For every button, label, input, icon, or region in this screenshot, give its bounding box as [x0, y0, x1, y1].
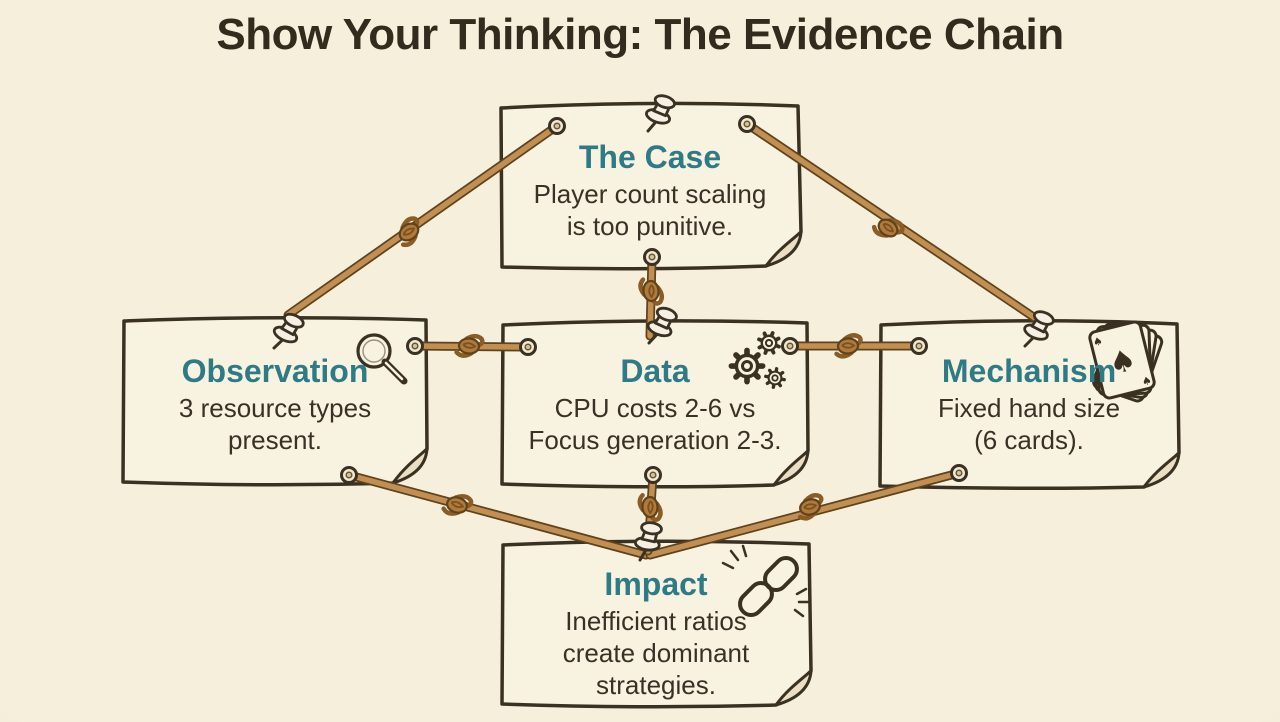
page-curl	[774, 669, 813, 707]
rope-knot	[640, 495, 661, 521]
svg-text:♠: ♠	[1140, 374, 1153, 389]
grommet	[738, 115, 756, 133]
page-curl	[1142, 451, 1181, 489]
grommet	[340, 466, 358, 484]
rope-knot	[640, 278, 662, 305]
magnifier-icon	[356, 333, 408, 385]
page-curl	[391, 447, 429, 485]
svg-text:♠: ♠	[1092, 334, 1105, 349]
chain-link-icon	[721, 544, 811, 620]
playing-cards-icon: ♠ ♠ ♠	[1087, 319, 1165, 405]
grommet	[781, 337, 799, 355]
card-shape-impact	[500, 539, 813, 709]
grommet	[548, 117, 566, 135]
rope-knot	[835, 335, 861, 357]
rope-knot	[456, 335, 482, 357]
page-curls	[391, 230, 1181, 707]
grommet	[910, 337, 928, 355]
rope-case-to-observation	[283, 121, 562, 320]
diagram-title: Show Your Thinking: The Evidence Chain	[216, 10, 1064, 59]
grommet	[643, 248, 661, 266]
grommet	[519, 338, 537, 356]
rope-knot	[796, 494, 825, 520]
card-shapes	[121, 101, 1181, 709]
page-curl	[764, 230, 803, 268]
page-curl	[772, 449, 810, 487]
grommet	[406, 337, 424, 355]
grommet	[644, 466, 662, 484]
rope-knot	[443, 492, 472, 518]
grommet	[950, 464, 968, 482]
rope-observation-to-impact	[344, 470, 651, 560]
